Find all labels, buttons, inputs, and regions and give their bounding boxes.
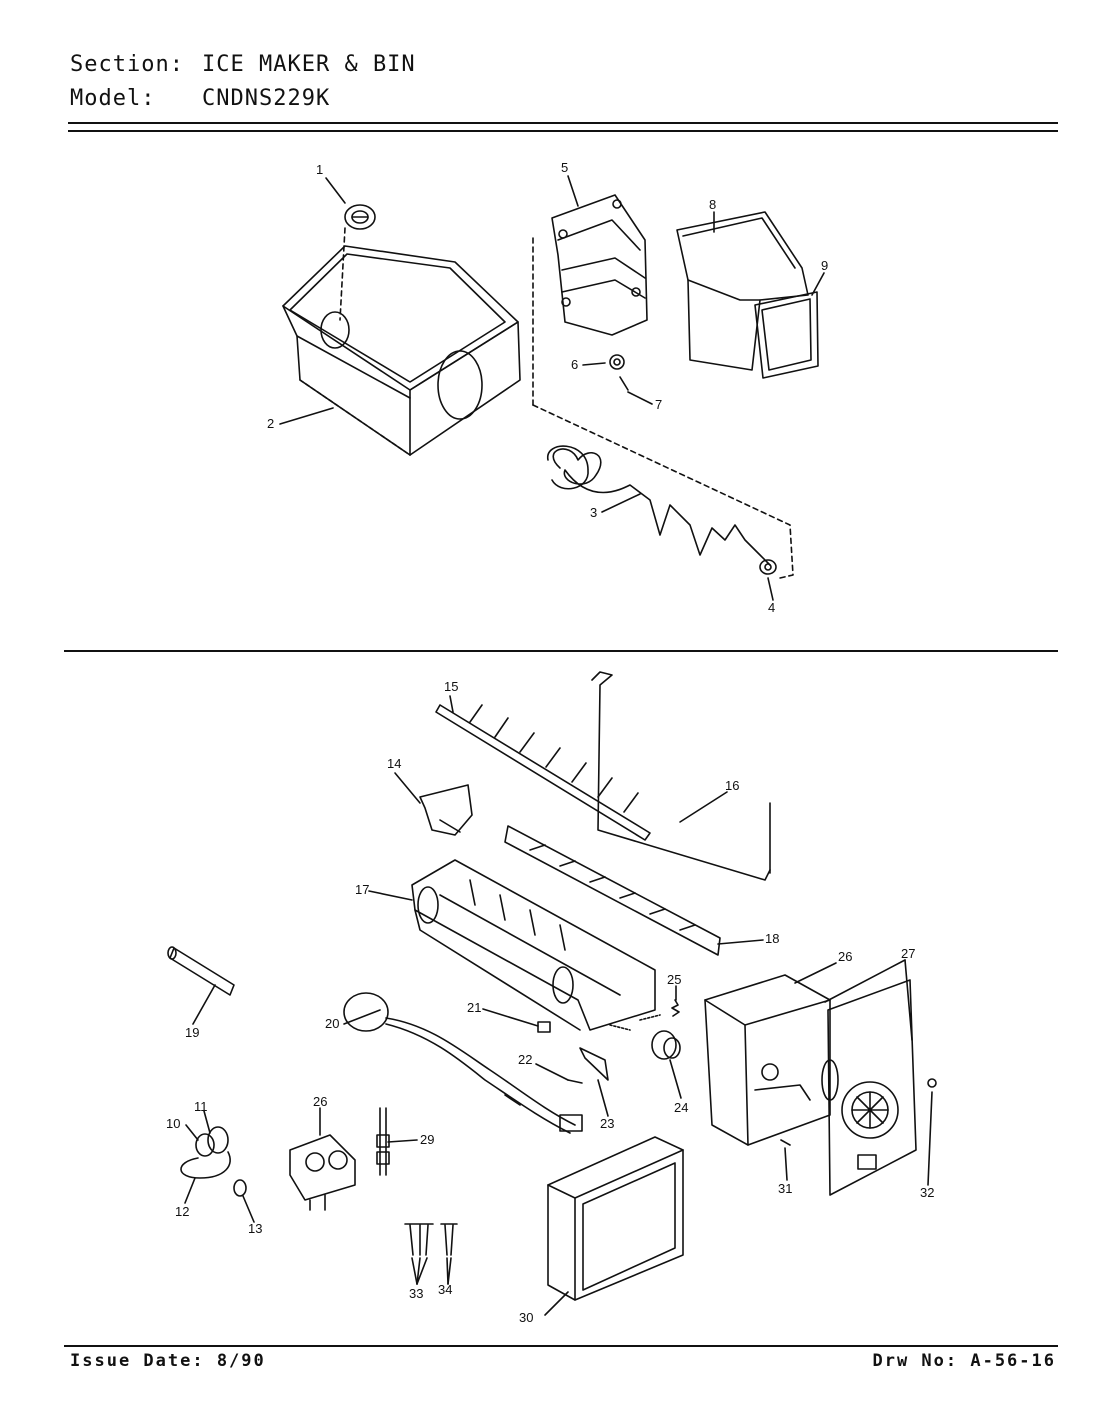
callout-33: 33 — [409, 1286, 423, 1301]
part-2-ice-bin — [282, 227, 521, 456]
part-34-screws — [440, 1223, 458, 1256]
callout-7: 7 — [655, 397, 662, 412]
part-27-cover — [821, 979, 917, 1196]
callout-8: 8 — [709, 197, 716, 212]
part-5-bracket — [532, 194, 648, 406]
section-divider — [64, 650, 1058, 652]
issue-date: Issue Date: 8/90 — [70, 1351, 266, 1371]
part-20-harness — [343, 992, 583, 1134]
header-rule-top — [68, 122, 1058, 124]
part-10-valve — [180, 1126, 231, 1179]
section-heading: Section: ICE MAKER & BIN — [70, 52, 416, 77]
callout-31: 31 — [778, 1181, 792, 1196]
part-24-motor — [651, 1030, 681, 1060]
callout-10: 10 — [166, 1116, 180, 1131]
callout-26-housing: 26 — [838, 949, 852, 964]
model-value: CNDNS229K — [202, 86, 331, 111]
callout-3: 3 — [590, 505, 597, 520]
part-15-ejector — [435, 704, 651, 841]
section-label: Section: — [70, 52, 184, 77]
callout-25: 25 — [667, 972, 681, 987]
model-label: Model: — [70, 86, 156, 111]
part-26-housing — [704, 974, 831, 1146]
callout-26-valve: 26 — [313, 1094, 327, 1109]
callout-11: 11 — [194, 1099, 208, 1114]
part-22-screw — [567, 1079, 583, 1084]
callout-4: 4 — [768, 600, 775, 615]
part-4-grommet — [759, 559, 777, 575]
callout-22: 22 — [518, 1052, 532, 1067]
part-28-valve — [289, 1134, 356, 1211]
callout-14: 14 — [387, 756, 401, 771]
part-33-screws — [404, 1223, 434, 1256]
callout-32: 32 — [920, 1185, 934, 1200]
part-23-bracket — [579, 1047, 609, 1081]
part-32-screw — [927, 1078, 937, 1088]
part-21-clip — [537, 1021, 551, 1033]
header-rule-bottom — [68, 130, 1058, 132]
model-heading: Model: CNDNS229K — [70, 86, 330, 111]
part-29-fitting — [376, 1107, 390, 1176]
drawing-number: Drw No: A-56-16 — [872, 1351, 1056, 1371]
callout-21: 21 — [467, 1000, 481, 1015]
callout-15: 15 — [444, 679, 458, 694]
part-7-screw — [619, 376, 629, 391]
callout-19: 19 — [185, 1025, 199, 1040]
callout-6: 6 — [571, 357, 578, 372]
part-18-stripper — [504, 825, 721, 956]
part-1-knob — [344, 204, 376, 230]
callout-2: 2 — [267, 416, 274, 431]
part-17-mold — [411, 859, 656, 1031]
callout-13: 13 — [248, 1221, 262, 1236]
callout-30: 30 — [519, 1310, 533, 1325]
callout-29: 29 — [420, 1132, 434, 1147]
part-16-arm — [591, 671, 771, 881]
callout-34: 34 — [438, 1282, 452, 1297]
callout-20: 20 — [325, 1016, 339, 1031]
callout-5: 5 — [561, 160, 568, 175]
callout-12: 12 — [175, 1204, 189, 1219]
callout-27: 27 — [901, 946, 915, 961]
section-value: ICE MAKER & BIN — [202, 52, 416, 77]
callout-23: 23 — [600, 1116, 614, 1131]
callout-1: 1 — [316, 162, 323, 177]
part-14-support — [419, 784, 473, 836]
part-3-heater — [547, 445, 771, 566]
part-6-nut — [609, 354, 625, 370]
part-13-clamp — [233, 1179, 247, 1197]
part-8-chute — [676, 211, 809, 371]
footer-rule — [64, 1345, 1058, 1347]
callout-17: 17 — [355, 882, 369, 897]
part-31-clip — [780, 1139, 791, 1146]
part-19-heater — [167, 946, 235, 996]
part-25-spring — [671, 999, 680, 1017]
part-30-front-panel — [547, 1136, 684, 1301]
callout-16: 16 — [725, 778, 739, 793]
callout-9: 9 — [821, 258, 828, 273]
callout-24: 24 — [674, 1100, 688, 1115]
callout-18: 18 — [765, 931, 779, 946]
part-9-gasket — [754, 291, 819, 379]
